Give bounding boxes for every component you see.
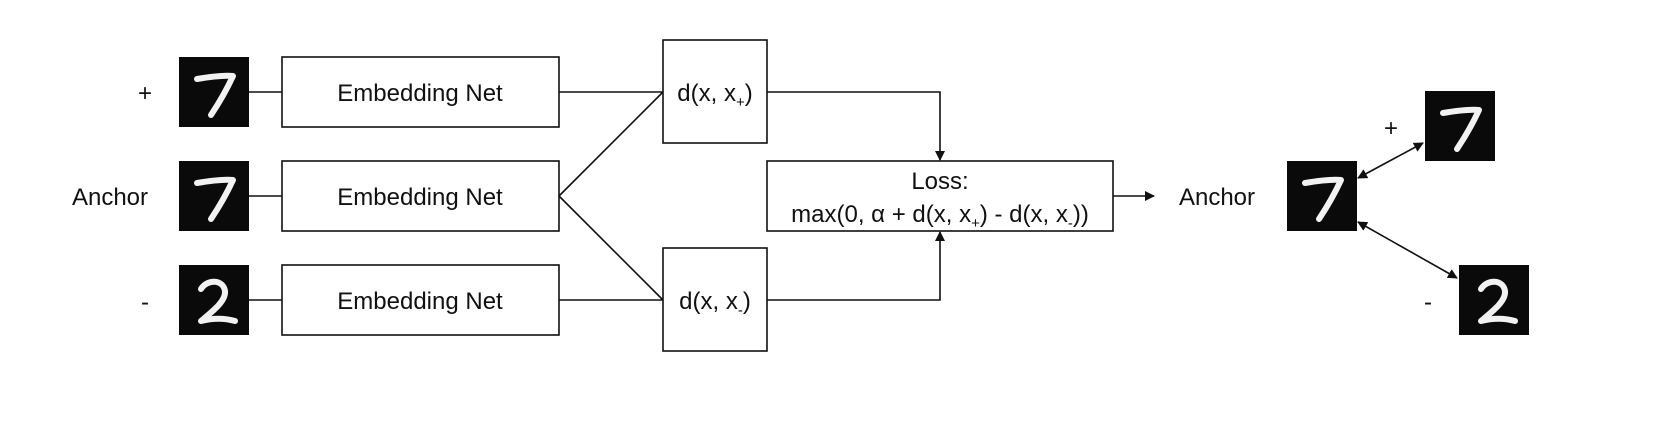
distance-positive-label: d(x, x+) [677, 80, 752, 111]
negative-digit-image [179, 265, 249, 335]
embedding-net-bottom: Embedding Net [281, 264, 560, 336]
loss-box: Loss: max(0, α + d(x, x+) - d(x, x-)) [766, 160, 1114, 232]
embedding-net-top-label: Embedding Net [337, 80, 503, 107]
dneg-to-loss-arrow [767, 231, 945, 301]
output-negative-digit-image [1459, 265, 1529, 335]
output-negative-label: - [1424, 289, 1432, 316]
anchor-to-dpos-wire [558, 91, 664, 197]
anchor-input-label: Anchor [72, 184, 148, 211]
anchor-negative-double-arrow [1357, 221, 1458, 279]
negative-input-label: - [141, 289, 149, 316]
embedding-net-middle: Embedding Net [281, 160, 560, 232]
embedding-net-top: Embedding Net [281, 56, 560, 128]
output-anchor-label: Anchor [1179, 184, 1255, 211]
distance-negative-label: d(x, x-) [679, 288, 751, 319]
output-positive-digit-image [1425, 91, 1495, 161]
output-positive-label: + [1384, 115, 1398, 142]
embedding-net-middle-label: Embedding Net [337, 184, 503, 211]
distance-negative-box: d(x, x-) [662, 247, 768, 352]
anchor-digit-image [179, 161, 249, 231]
dpos-to-loss-arrow [767, 91, 945, 161]
loss-title: Loss: [911, 168, 968, 195]
embedding-net-bottom-label: Embedding Net [337, 288, 503, 315]
anchor-to-dneg-wire [558, 195, 664, 301]
loss-formula: max(0, α + d(x, x+) - d(x, x-)) [791, 201, 1089, 232]
anchor-positive-double-arrow [1357, 142, 1424, 179]
positive-digit-image [179, 57, 249, 127]
output-anchor-digit-image [1287, 161, 1357, 231]
distance-positive-box: d(x, x+) [662, 39, 768, 144]
positive-input-label: + [138, 80, 152, 107]
